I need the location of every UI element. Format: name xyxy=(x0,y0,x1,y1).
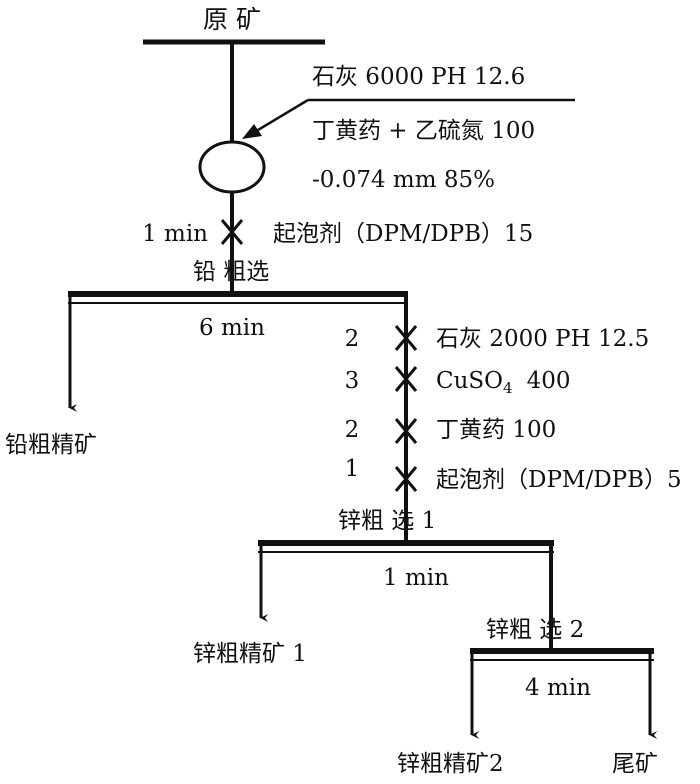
zinc-rougher-2-time: 4 min xyxy=(525,675,591,701)
tailings-label: 尾矿 xyxy=(612,751,658,777)
frother-reagent: 起泡剂（DPM/DPB）15 xyxy=(273,221,533,247)
zinc-conditioning-time-2: 3 xyxy=(345,368,360,394)
zinc-conditioning-reagent-3: 丁黄药 100 xyxy=(436,417,556,443)
lead-rougher-label: 铅 粗选 xyxy=(193,259,269,285)
grind-size: -0.074 mm 85% xyxy=(312,167,495,193)
zinc-conditioning-reagent-4: 起泡剂（DPM/DPB）5 xyxy=(436,467,682,493)
feed-label: 原 矿 xyxy=(203,5,261,34)
zinc-concentrate-1-label: 锌粗精矿 1 xyxy=(193,641,307,667)
grinding-reagent-1: 石灰 6000 PH 12.6 xyxy=(312,64,525,90)
conditioning-cross-1 xyxy=(220,219,244,245)
zinc-conditioning-cross-2 xyxy=(394,366,418,392)
grinding-reagent-2: 丁黄药 + 乙硫氮 100 xyxy=(312,118,535,144)
zinc-conditioning-cross-4 xyxy=(394,466,418,492)
reagent-pointer-arrowhead xyxy=(242,124,262,139)
grinding-mill-circle xyxy=(198,140,266,194)
zinc-conditioning-time-3: 2 xyxy=(345,417,360,443)
frother-time: 1 min xyxy=(142,221,208,247)
zinc-rougher-1-bar xyxy=(258,540,554,546)
lead-rougher-bar xyxy=(68,291,408,297)
zinc-concentrate-2-label: 锌粗精矿2 xyxy=(397,751,504,777)
zinc-conditioning-reagent-1: 石灰 2000 PH 12.5 xyxy=(436,326,649,352)
lead-concentrate-label: 铅粗精矿 xyxy=(5,432,97,458)
zinc-conditioning-time-1: 2 xyxy=(345,326,360,352)
zinc-rougher-1-label: 锌粗 选 1 xyxy=(338,508,436,534)
zinc-conditioning-time-4: 1 xyxy=(345,456,360,482)
zinc-conditioning-cross-1 xyxy=(394,325,418,351)
zinc-rougher-2-label: 锌粗 选 2 xyxy=(486,617,584,643)
zinc-conditioning-cross-3 xyxy=(394,418,418,444)
zinc-rougher-1-time: 1 min xyxy=(383,565,449,591)
lead-rougher-time: 6 min xyxy=(199,315,265,341)
zinc-rougher-2-bar xyxy=(470,648,654,654)
reagent-pointer-line xyxy=(252,98,309,135)
